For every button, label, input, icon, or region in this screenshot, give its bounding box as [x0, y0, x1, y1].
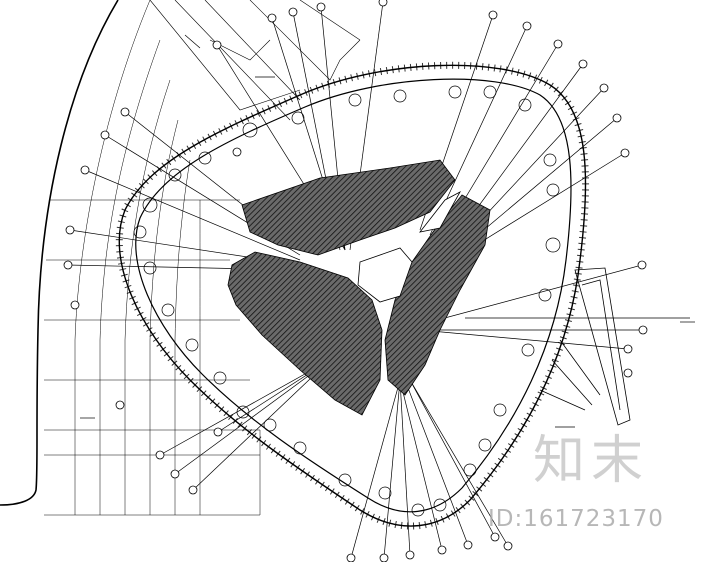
right-wedge-structure [539, 267, 631, 426]
ring-road-inner [135, 78, 572, 513]
watermark-logo: 知末 [533, 431, 650, 491]
annotation-ticks [80, 34, 695, 428]
ring-road-tick-band [115, 61, 590, 530]
building-wing-west [227, 251, 383, 416]
upper-site-lines [149, 0, 361, 121]
site-boundary-left [0, 0, 119, 506]
callout-bubbles [63, 0, 648, 562]
entrance-plaza [419, 191, 462, 233]
building-cluster [227, 159, 491, 416]
site-trees [133, 85, 561, 517]
watermark-id: ID:161723170 [488, 506, 664, 532]
building-wing-north [241, 159, 456, 256]
central-courtyard [357, 247, 413, 303]
parking-fan-lines [44, 0, 261, 516]
